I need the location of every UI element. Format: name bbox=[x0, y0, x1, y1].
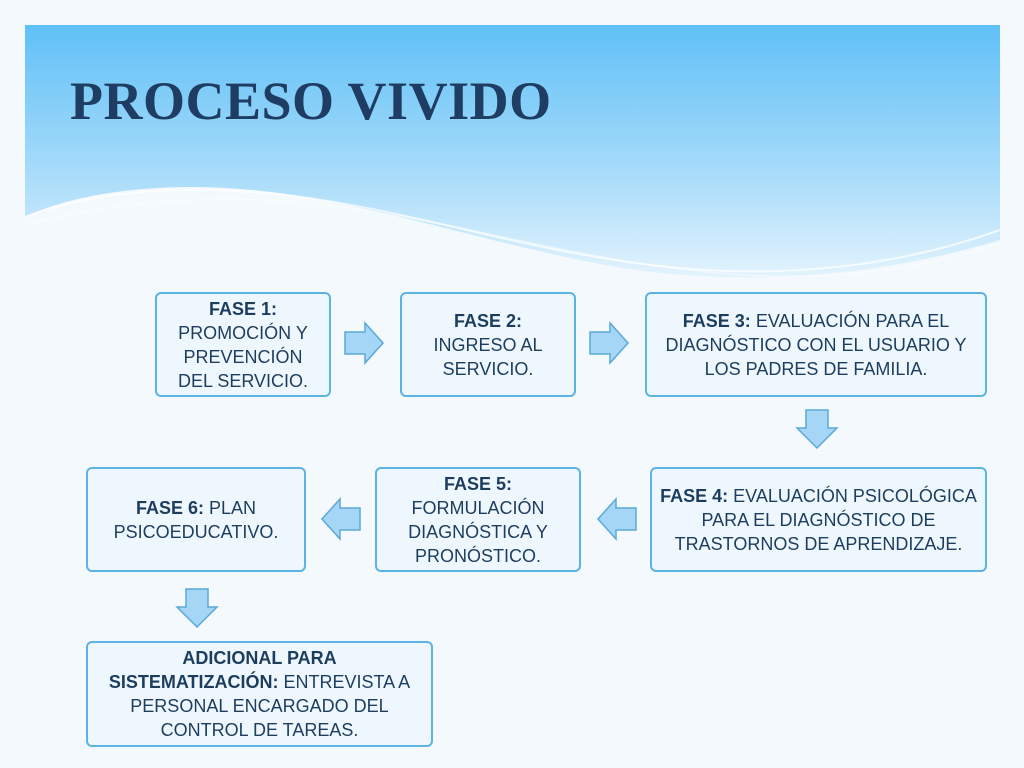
phase-1-text: PROMOCIÓN Y PREVENCIÓN DEL SERVICIO. bbox=[177, 322, 309, 391]
phase-5-text: FORMULACIÓN DIAGNÓSTICA Y PRONÓSTICO. bbox=[408, 497, 548, 566]
phase-1-label: FASE 1: bbox=[208, 298, 278, 319]
phase-5-box: FASE 5: FORMULACIÓN DIAGNÓSTICA Y PRONÓST… bbox=[375, 467, 581, 572]
phase-4-label: FASE 4: bbox=[660, 485, 729, 506]
additional-label: ADICIONAL PARA SISTEMATIZACIÓN: bbox=[108, 648, 337, 692]
arrow-right-icon bbox=[589, 321, 630, 365]
arrow-left-icon bbox=[596, 497, 637, 541]
header-banner bbox=[25, 25, 1000, 315]
phase-6-text: PLAN PSICOEDUCATIVO. bbox=[113, 497, 279, 542]
phase-2-box: FASE 2: INGRESO AL SERVICIO. bbox=[400, 292, 576, 397]
arrow-down-icon bbox=[175, 588, 219, 629]
phase-6-label: FASE 6: bbox=[135, 497, 204, 518]
phase-2-label: FASE 2: bbox=[453, 310, 523, 331]
phase-1-box: FASE 1: PROMOCIÓN Y PREVENCIÓN DEL SERVIC… bbox=[155, 292, 331, 397]
phase-6-box: FASE 6: PLAN PSICOEDUCATIVO. bbox=[86, 467, 306, 572]
phase-3-box: FASE 3: EVALUACIÓN PARA EL DIAGNÓSTICO C… bbox=[645, 292, 987, 397]
additional-text: ENTREVISTA A PERSONAL ENCARGADO DEL CONT… bbox=[130, 672, 411, 740]
slide-title: PROCESO VIVIDO bbox=[70, 71, 552, 131]
phase-3-text: EVALUACIÓN PARA EL DIAGNÓSTICO CON EL US… bbox=[665, 310, 967, 379]
arrow-left-icon bbox=[320, 497, 361, 541]
phase-5-label: FASE 5: bbox=[443, 473, 513, 494]
phase-2-text: INGRESO AL SERVICIO. bbox=[433, 334, 543, 379]
phase-3-label: FASE 3: bbox=[682, 310, 751, 331]
phase-4-box: FASE 4: EVALUACIÓN PSICOLÓGICA PARA EL D… bbox=[650, 467, 987, 572]
additional-box: ADICIONAL PARA SISTEMATIZACIÓN: ENTREVIS… bbox=[86, 641, 433, 747]
phase-4-text: EVALUACIÓN PSICOLÓGICA PARA EL DIAGNÓSTI… bbox=[674, 485, 977, 554]
arrow-right-icon bbox=[344, 321, 385, 365]
arrow-down-icon bbox=[795, 409, 839, 450]
header-wave-graphic bbox=[25, 25, 1000, 278]
